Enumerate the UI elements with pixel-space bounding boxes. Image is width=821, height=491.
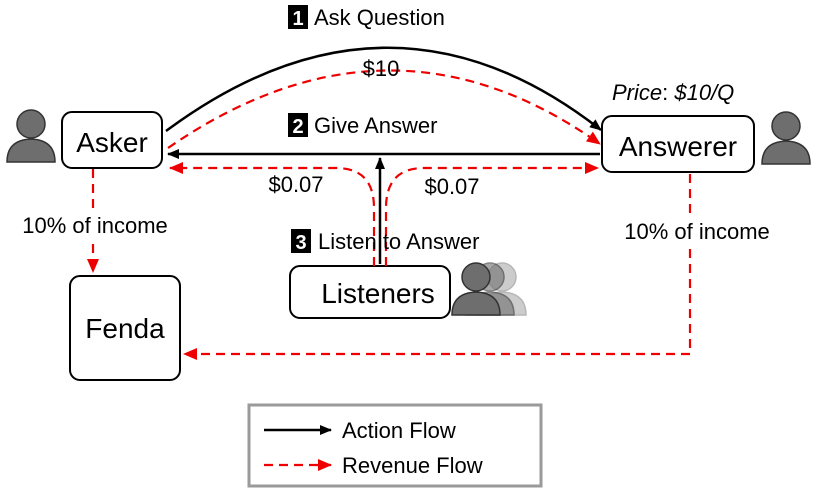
answerer-commission-arrow: [183, 174, 692, 360]
answerer-label: Answerer: [619, 131, 737, 162]
asker-label: Asker: [76, 127, 148, 158]
legend-box: [247, 403, 543, 488]
listeners-label: Listeners: [321, 278, 435, 309]
answer-price: Price: $10/Q: [612, 80, 734, 105]
fenda-label: Fenda: [85, 313, 165, 344]
answerer-commission-label: 10% of income: [624, 219, 770, 244]
listen-payment-to-asker-arrow: [169, 162, 376, 266]
listen-fee-answerer-label: $0.07: [424, 174, 479, 199]
legend: Action Flow Revenue Flow: [247, 403, 543, 488]
fenda-box: [69, 275, 181, 381]
svg-text:2: 2: [292, 116, 303, 138]
listeners-people-icon: [451, 262, 527, 316]
ask-question-arrow: [165, 46, 602, 133]
step-1-label: 1 Ask Question: [288, 5, 445, 30]
asker-commission-label: 10% of income: [22, 213, 168, 238]
svg-text:Ask Question: Ask Question: [314, 5, 445, 30]
step-3-label: 3 Listen to Answer: [291, 229, 479, 254]
legend-revenue-label: Revenue Flow: [342, 453, 483, 478]
listen-fee-asker-label: $0.07: [268, 172, 323, 197]
legend-action-label: Action Flow: [342, 418, 456, 443]
answerer-person-icon: [761, 111, 811, 165]
step-3-badge: [291, 229, 311, 253]
svg-text:3: 3: [295, 232, 306, 254]
svg-text:Listen to Answer: Listen to Answer: [318, 229, 479, 254]
question-fee-label: $10: [363, 56, 400, 81]
asker-person-icon: [6, 109, 56, 163]
step-2-badge: [288, 113, 308, 137]
listen-payment-to-answerer-arrow: [384, 162, 599, 266]
question-payment-arrow: [167, 69, 601, 149]
step-1-badge: [288, 5, 308, 29]
svg-text:1: 1: [292, 8, 303, 30]
listeners-box: [289, 265, 451, 319]
svg-text:Give Answer: Give Answer: [314, 113, 438, 138]
asker-box: [61, 111, 163, 169]
step-2-label: 2 Give Answer: [288, 113, 438, 138]
answerer-box: [601, 115, 755, 173]
